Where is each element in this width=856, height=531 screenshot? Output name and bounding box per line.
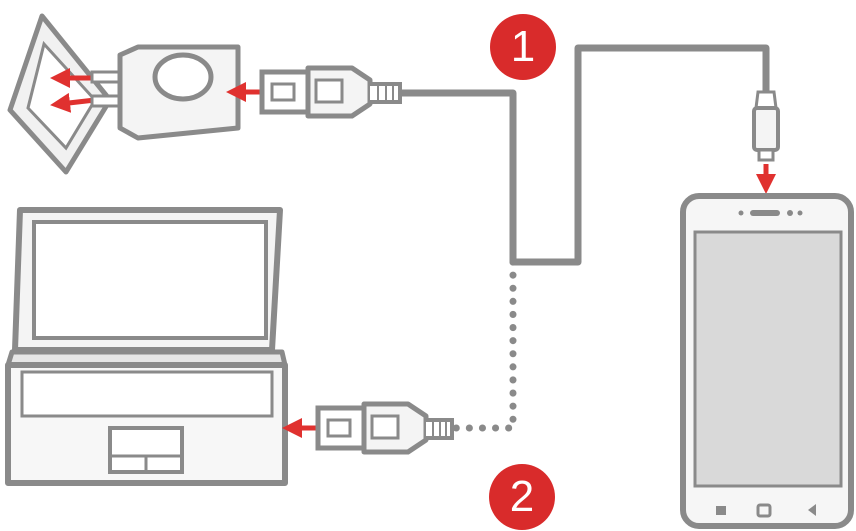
usb-c-plug-icon xyxy=(752,90,780,162)
step-1-badge: 1 xyxy=(490,14,556,80)
wall-outlet-icon xyxy=(7,13,113,175)
plug-in-arrows xyxy=(50,68,96,113)
cable-dotted xyxy=(446,258,517,432)
step-2-number: 2 xyxy=(509,472,535,521)
smartphone-icon xyxy=(680,193,854,529)
laptop-icon xyxy=(5,207,288,486)
cable-solid xyxy=(400,44,770,266)
charger-adapter-icon xyxy=(117,44,241,141)
step-1-number: 1 xyxy=(510,22,536,71)
usb-plug-icon xyxy=(259,65,402,119)
step-2-badge: 2 xyxy=(489,464,555,530)
usb-plug-icon xyxy=(315,401,454,455)
